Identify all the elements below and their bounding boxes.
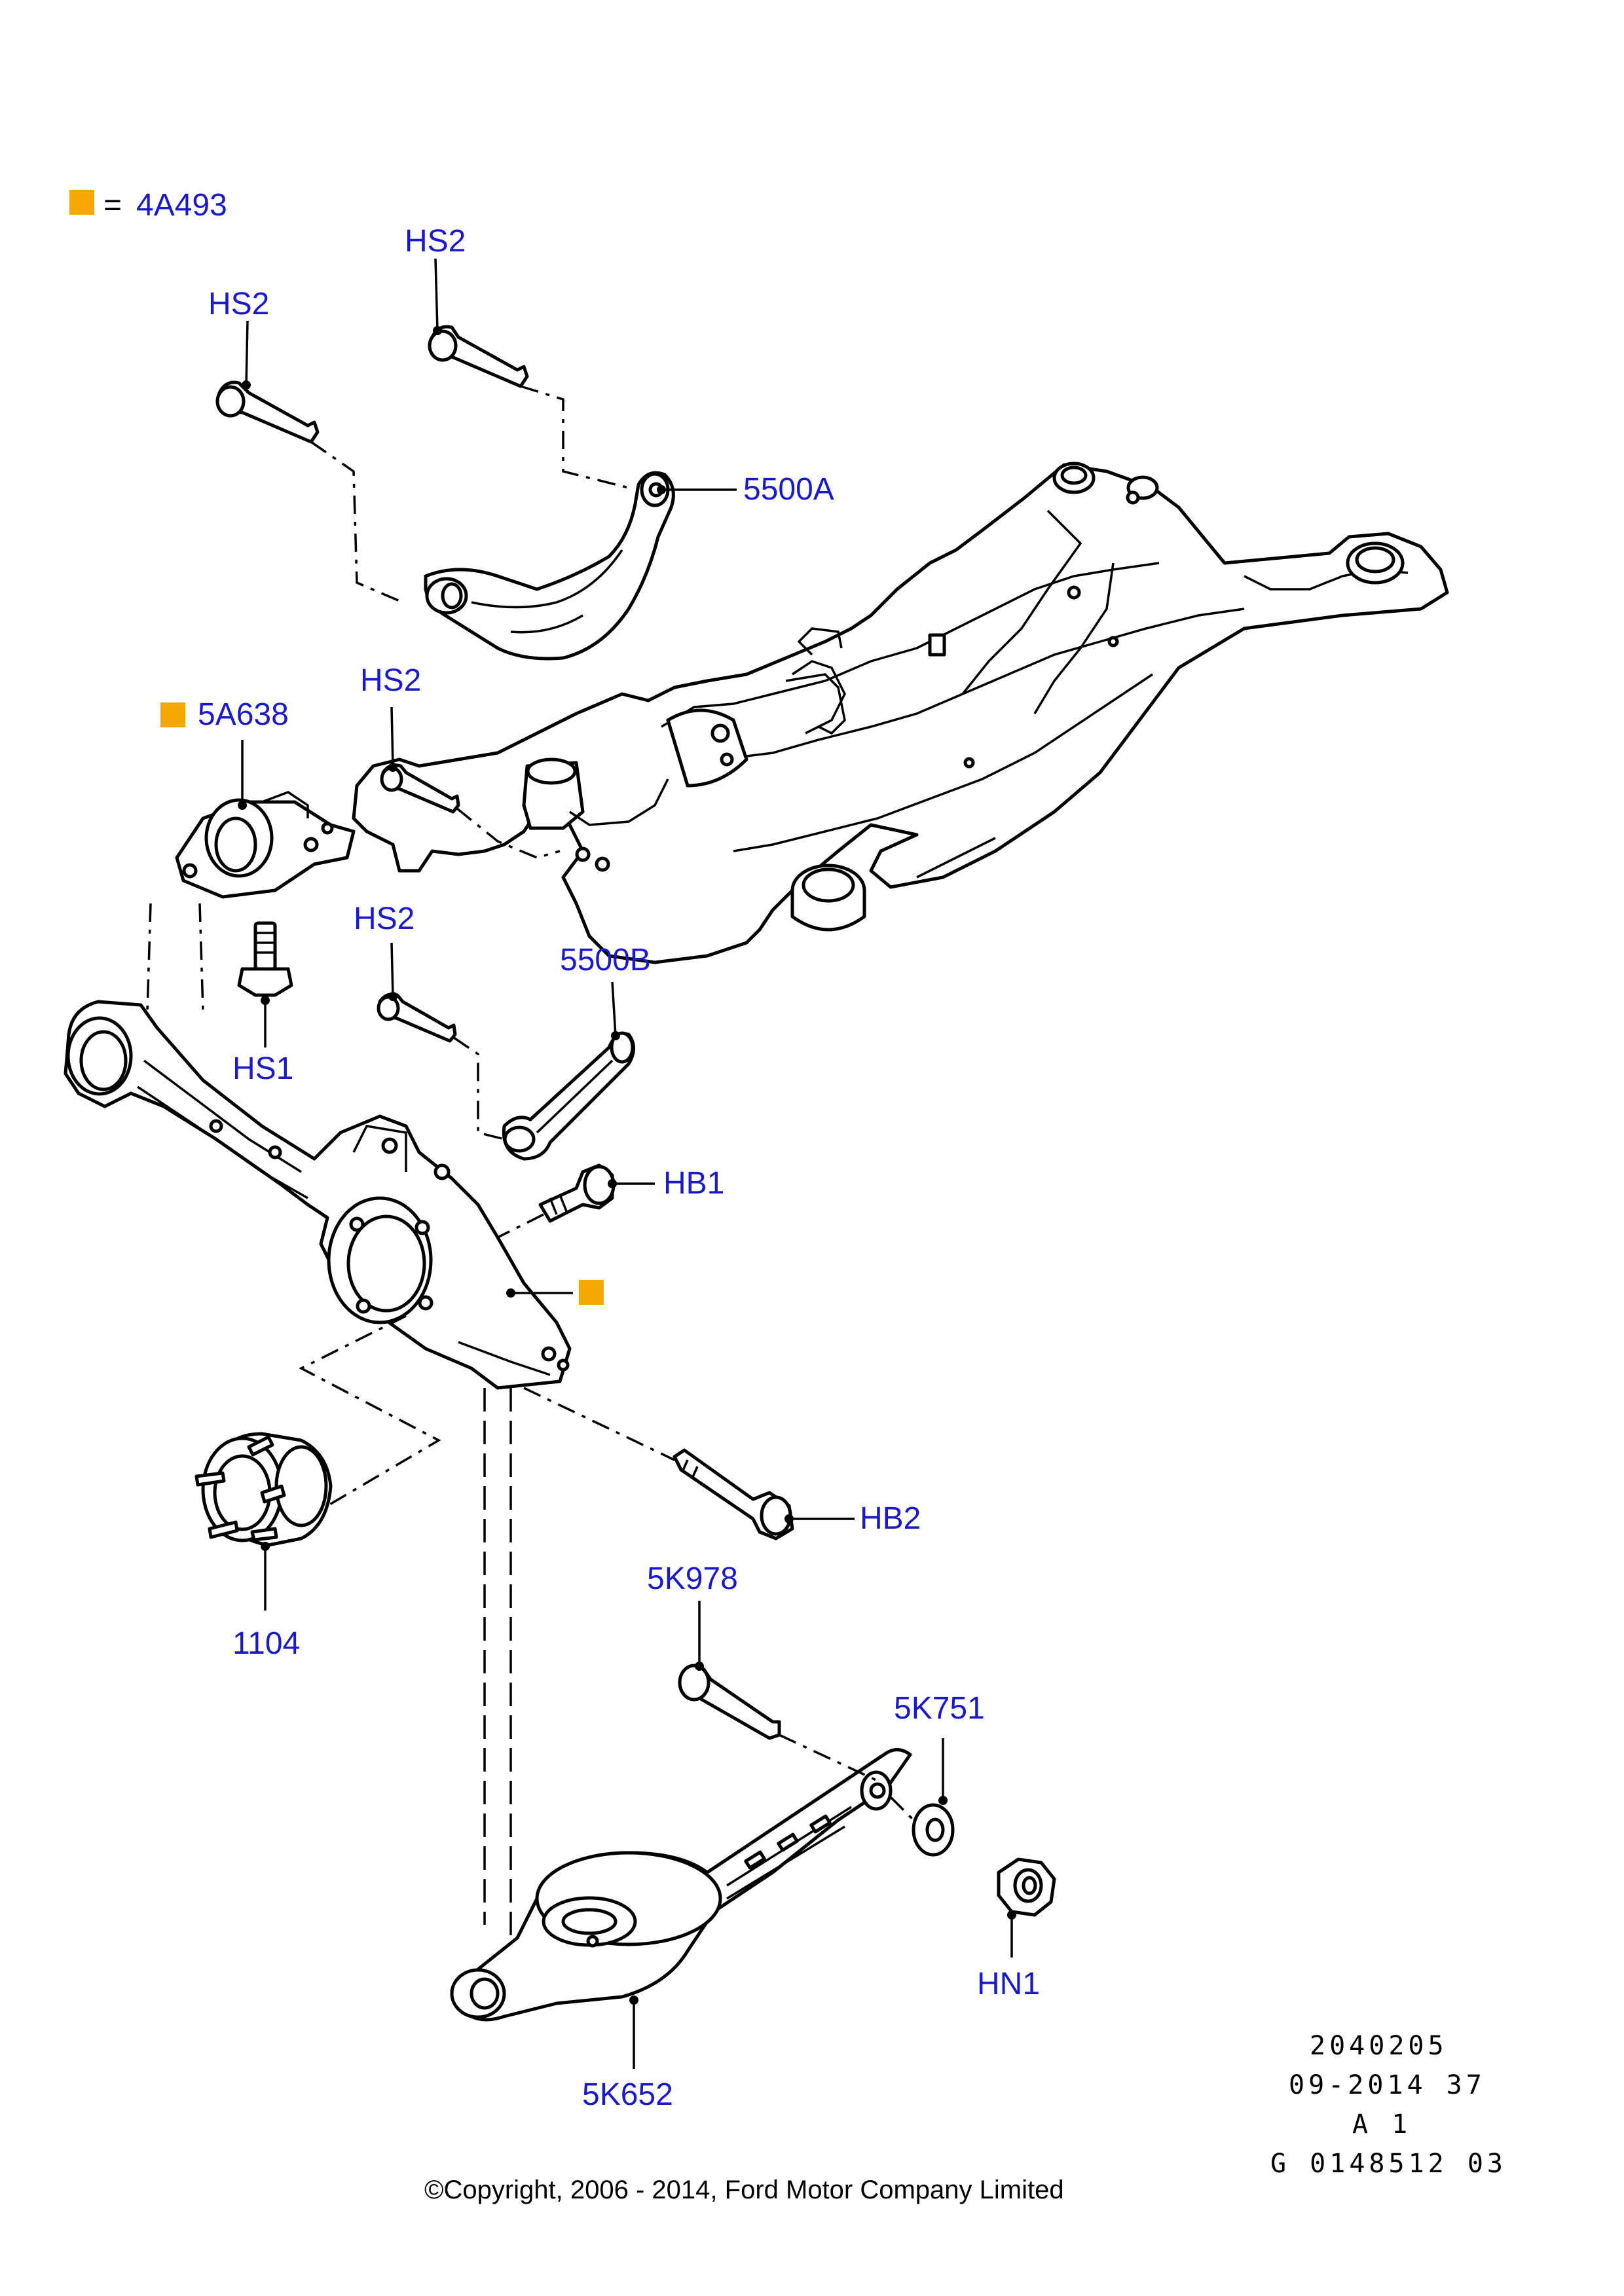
callout-5a638: 5A638 — [198, 697, 289, 732]
callout-hs1: HS1 — [232, 1051, 294, 1086]
link-5500b — [502, 1031, 635, 1161]
callout-hs2-lower: HS2 — [354, 902, 415, 936]
callout-5k751: 5K751 — [894, 1691, 985, 1726]
nut-hn1 — [997, 1857, 1056, 1917]
callout-hb1: HB1 — [663, 1166, 725, 1201]
callout-1104: 1104 — [232, 1626, 301, 1661]
marker-5a638-icon — [160, 702, 185, 727]
bolt-hb1 — [538, 1163, 616, 1223]
diagram-code-line1: 2040205 — [1310, 2031, 1448, 2061]
callout-hs2-middle: HS2 — [360, 663, 422, 698]
leader-lines — [238, 258, 1016, 2069]
bolt-5k978 — [678, 1664, 781, 1740]
bolt-hs2-lower — [377, 993, 457, 1043]
washer-5k751 — [912, 1803, 955, 1857]
knuckle-4a493 — [64, 1000, 572, 1390]
diagram-code-line4: G 0148512 03 — [1270, 2149, 1507, 2179]
callout-hb2: HB2 — [860, 1501, 921, 1536]
copyright-notice: ©Copyright, 2006 - 2014, Ford Motor Comp… — [424, 2176, 1064, 2204]
hub-1104 — [194, 1432, 333, 1547]
bush-5a638 — [175, 791, 356, 899]
bolt-hs2-middle — [380, 763, 460, 814]
subframe — [352, 462, 1449, 964]
callout-5500b: 5500B — [560, 943, 651, 977]
bolt-hb2 — [673, 1448, 794, 1540]
legend-part-number: 4A493 — [136, 188, 227, 223]
bolt-hs2-top — [428, 325, 529, 388]
callout-5k978: 5K978 — [647, 1561, 738, 1596]
upper-arm-5500a — [424, 471, 675, 661]
lower-arm-5k652 — [450, 1748, 912, 2022]
legend-marker-icon — [69, 190, 94, 215]
legend-equals: = — [103, 188, 122, 223]
callout-hs2-upper-left: HS2 — [208, 287, 270, 321]
callout-5k652: 5K652 — [582, 2077, 673, 2112]
callout-5500a: 5500A — [743, 472, 834, 507]
diagram-code-line2: 09-2014 37 — [1289, 2070, 1486, 2100]
callout-hn1: HN1 — [977, 1967, 1041, 2001]
bolt-hs2-upper-left — [215, 380, 320, 444]
assembly-lines — [146, 385, 915, 1938]
diagram-code-line3: A 1 — [1352, 2109, 1412, 2140]
marker-4a493-icon — [579, 1280, 604, 1305]
callout-hs2-top: HS2 — [405, 224, 466, 259]
bolt-hs1 — [237, 921, 293, 997]
